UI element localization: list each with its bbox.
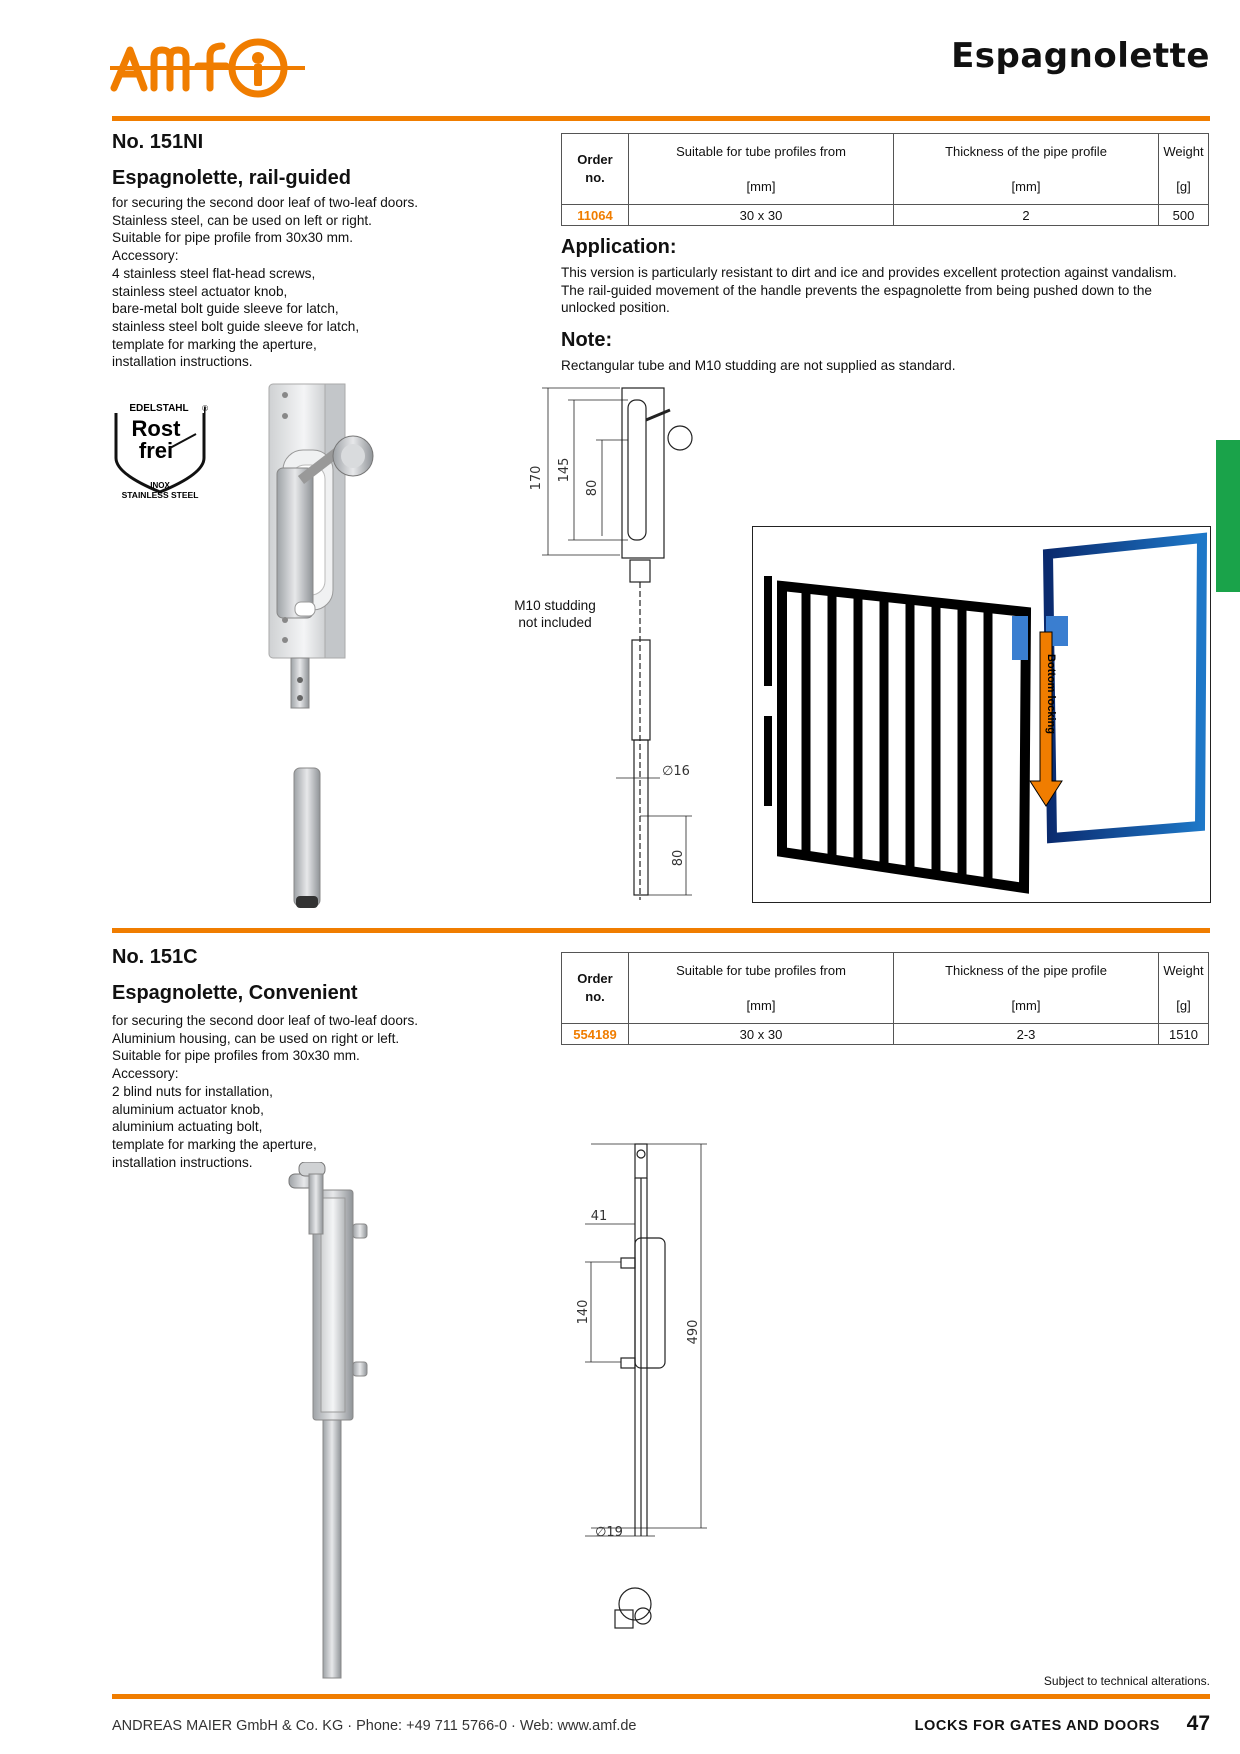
desc-line: aluminium actuating bolt, [112, 1119, 263, 1135]
desc-line: Aluminium housing, can be used on right … [112, 1030, 400, 1046]
product1-description: for securing the second door leaf of two… [112, 194, 512, 371]
desc-line: installation instructions. [112, 354, 253, 370]
desc-line: 4 stainless steel flat-head screws, [112, 265, 316, 281]
svg-text:frei: frei [139, 438, 173, 463]
table-row: 554189 30 x 30 2-3 1510 [561, 1023, 1209, 1045]
desc-line: aluminium actuator knob, [112, 1101, 264, 1117]
desc-line: Stainless steel, can be used on left or … [112, 212, 372, 228]
section-rule [112, 928, 1210, 933]
product2-name: Espagnolette, Convenient [112, 982, 358, 1004]
disclaimer: Subject to technical alterations. [1043, 1674, 1210, 1688]
product1-technical-drawing: 170 145 80 ∅16 80 [529, 387, 693, 900]
table-row: 11064 30 x 30 2 500 [561, 204, 1209, 226]
desc-line: Accessory: [112, 1066, 179, 1082]
studding-note: M10 studding not included [514, 598, 596, 630]
svg-text:145: 145 [557, 458, 572, 483]
svg-text:∅16: ∅16 [662, 764, 690, 779]
product2-technical-drawing: 41 140 490 ∅19 [576, 1143, 707, 1629]
svg-text:EDELSTAHL: EDELSTAHL [129, 403, 188, 414]
application-text: This version is particularly resistant t… [561, 265, 1177, 316]
desc-line: Suitable for pipe profiles from 30x30 mm… [112, 1048, 360, 1064]
profile-cell: 30 x 30 [628, 1023, 894, 1045]
thickness-header: Thickness of the pipe profile[mm] [893, 133, 1159, 205]
bottom-locking-label: Bottom locking [1045, 654, 1057, 734]
weight-header: Weight[g] [1158, 133, 1209, 205]
order-no-link[interactable]: 11064 [561, 204, 629, 226]
weight-header: Weight[g] [1158, 952, 1209, 1024]
page-number: 47 [1186, 1712, 1210, 1735]
thickness-cell: 2 [893, 204, 1159, 226]
svg-text:∅19: ∅19 [595, 1525, 623, 1540]
svg-text:41: 41 [591, 1209, 608, 1224]
desc-line: installation instructions. [112, 1154, 253, 1170]
footer-company: ANDREAS MAIER GmbH & Co. KG · Phone: +49… [112, 1718, 637, 1734]
stainless-steel-badge: EDELSTAHL ® Rost frei INOX STAINLESS STE… [114, 402, 208, 500]
gate-illustration: Bottom locking [752, 526, 1211, 903]
svg-text:170: 170 [529, 466, 544, 491]
desc-line: stainless steel bolt guide sleeve for la… [112, 318, 360, 334]
product2-number: No. 151C [112, 946, 198, 968]
profile-header: Suitable for tube profiles from[mm] [628, 133, 894, 205]
desc-line: for securing the second door leaf of two… [112, 1013, 419, 1028]
product2-photo [288, 1162, 368, 1679]
note-heading: Note: [561, 329, 613, 351]
application-heading: Application: [561, 236, 677, 258]
product1-name: Espagnolette, rail-guided [112, 167, 351, 189]
svg-text:INOX: INOX [150, 481, 170, 490]
thickness-cell: 2-3 [893, 1023, 1159, 1045]
svg-text:490: 490 [686, 1320, 701, 1345]
footer-section: LOCKS FOR GATES AND DOORS [914, 1718, 1160, 1734]
desc-line: stainless steel actuator knob, [112, 283, 288, 299]
svg-text:80: 80 [585, 480, 600, 497]
product2-description: for securing the second door leaf of two… [112, 1012, 512, 1171]
desc-line: 2 blind nuts for installation, [112, 1083, 273, 1099]
profile-cell: 30 x 30 [628, 204, 894, 226]
weight-cell: 500 [1158, 204, 1209, 226]
product1-photo [268, 383, 374, 709]
section-tab [1216, 440, 1240, 592]
note-text: Rectangular tube and M10 studding are no… [561, 358, 956, 373]
profile-header: Suitable for tube profiles from[mm] [628, 952, 894, 1024]
page-title: Espagnolette [951, 36, 1210, 76]
desc-line: for securing the second door leaf of two… [112, 195, 419, 210]
thickness-header: Thickness of the pipe profile[mm] [893, 952, 1159, 1024]
order-no-link[interactable]: 554189 [561, 1023, 629, 1045]
desc-line: bare-metal bolt guide sleeve for latch, [112, 301, 339, 317]
weight-cell: 1510 [1158, 1023, 1209, 1045]
product1-number: No. 151NI [112, 131, 204, 153]
guide-sleeve-photo [293, 767, 321, 908]
footer-rule [112, 1694, 1210, 1699]
amf-logo [110, 38, 305, 98]
desc-line: template for marking the aperture, [112, 1136, 317, 1152]
header-rule [112, 116, 1210, 121]
svg-text:80: 80 [671, 850, 686, 867]
desc-line: Accessory: [112, 248, 179, 264]
svg-text:140: 140 [576, 1300, 591, 1325]
svg-text:Rost: Rost [132, 416, 182, 441]
svg-text:STAINLESS STEEL: STAINLESS STEEL [122, 490, 199, 500]
svg-text:®: ® [202, 404, 208, 413]
desc-line: template for marking the aperture, [112, 336, 317, 352]
desc-line: Suitable for pipe profile from 30x30 mm. [112, 230, 354, 246]
